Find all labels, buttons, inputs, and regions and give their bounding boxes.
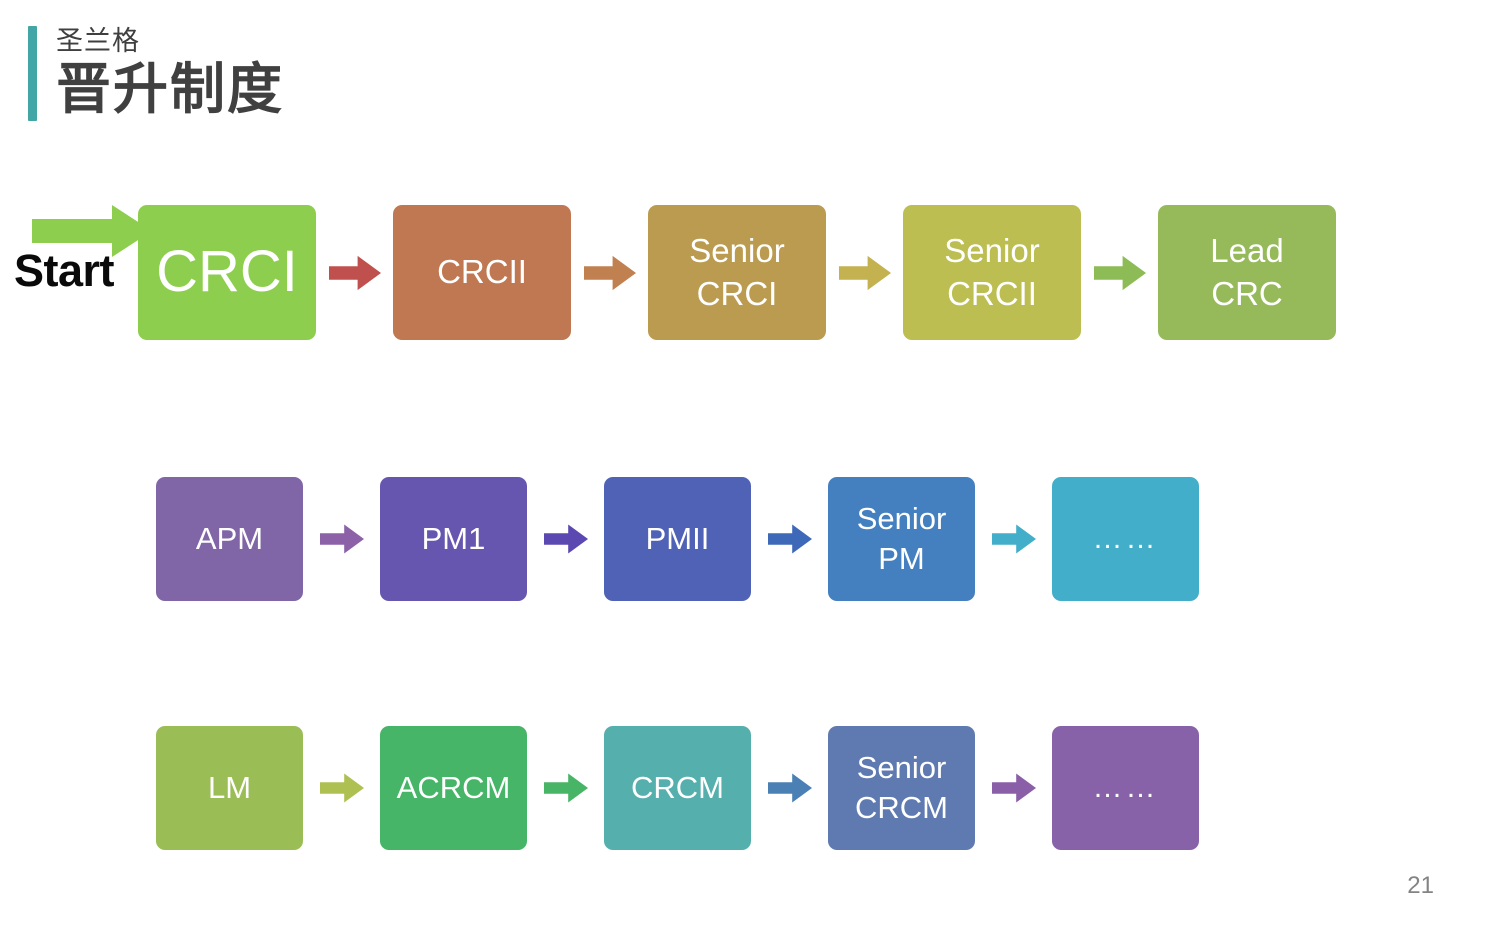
flow-arrow-crcm-track-1 (527, 726, 604, 850)
flow-node-label: ACRCM (396, 770, 511, 806)
flow-node-crcm-track-2[interactable]: CRCM (604, 726, 751, 850)
right-block-arrow-icon (32, 205, 152, 257)
flow-node-label: APM (195, 521, 264, 557)
flow-node-crc-track-3[interactable]: Senior CRCII (903, 205, 1081, 340)
flow-node-label: …… (1092, 770, 1159, 804)
header-subtitle: 圣兰格 (56, 26, 140, 56)
flow-node-label: CRCM (631, 770, 724, 806)
flow-node-crcm-track-1[interactable]: ACRCM (380, 726, 527, 850)
flow-node-label: CRCII (437, 253, 527, 291)
flow-node-label: Senior CRCII (944, 232, 1040, 312)
start-group: Start (14, 205, 152, 340)
flow-arrow-crcm-track-3 (975, 726, 1052, 850)
flow-node-label: PM1 (421, 521, 486, 557)
flow-arrow-pm-track-0 (303, 477, 380, 601)
flow-node-crcm-track-3[interactable]: Senior CRCM (828, 726, 975, 850)
flow-node-label: Lead CRC (1210, 232, 1284, 312)
flow-arrow-crc-track-3 (1081, 205, 1158, 340)
flow-row-crc-track: Start CRCI CRCII Senior CRCI Senior CRCII Lea… (14, 205, 1336, 340)
flow-arrow-pm-track-3 (975, 477, 1052, 601)
flow-node-crcm-track-0[interactable]: LM (156, 726, 303, 850)
flow-node-label: Senior PM (856, 501, 947, 576)
flow-row-pm-track: APM PM1 PMII Senior PM …… (156, 477, 1199, 601)
page-title: 晋升制度 (56, 58, 285, 121)
slide-header: 圣兰格 晋升制度 (28, 26, 284, 121)
flow-node-pm-track-0[interactable]: APM (156, 477, 303, 601)
flow-node-pm-track-2[interactable]: PMII (604, 477, 751, 601)
header-text-group: 圣兰格 晋升制度 (56, 26, 284, 121)
flow-node-pm-track-1[interactable]: PM1 (380, 477, 527, 601)
flow-arrow-crc-track-0 (316, 205, 393, 340)
flow-arrow-crcm-track-0 (303, 726, 380, 850)
flow-node-label: Senior CRCM (855, 750, 948, 825)
flow-row-crcm-track: LM ACRCM CRCM Senior CRCM …… (156, 726, 1199, 850)
flow-arrow-pm-track-2 (751, 477, 828, 601)
flow-node-label: CRCI (156, 239, 298, 305)
page-number: 21 (1407, 872, 1434, 899)
flow-node-crc-track-2[interactable]: Senior CRCI (648, 205, 826, 340)
flow-node-pm-track-3[interactable]: Senior PM (828, 477, 975, 601)
header-accent-bar (28, 26, 37, 121)
flow-node-label: PMII (645, 521, 710, 557)
flow-arrow-pm-track-1 (527, 477, 604, 601)
flow-node-crc-track-0[interactable]: CRCI (138, 205, 316, 340)
flow-node-crc-track-1[interactable]: CRCII (393, 205, 571, 340)
flow-node-crc-track-4[interactable]: Lead CRC (1158, 205, 1336, 340)
flow-node-pm-track-4[interactable]: …… (1052, 477, 1199, 601)
flow-node-label: …… (1092, 521, 1159, 555)
flow-arrow-crc-track-1 (571, 205, 648, 340)
start-label: Start (14, 245, 115, 296)
flow-node-label: LM (207, 770, 252, 806)
flow-arrow-crc-track-2 (826, 205, 903, 340)
flow-arrow-crcm-track-2 (751, 726, 828, 850)
flow-node-crcm-track-4[interactable]: …… (1052, 726, 1199, 850)
flow-node-label: Senior CRCI (689, 232, 785, 312)
